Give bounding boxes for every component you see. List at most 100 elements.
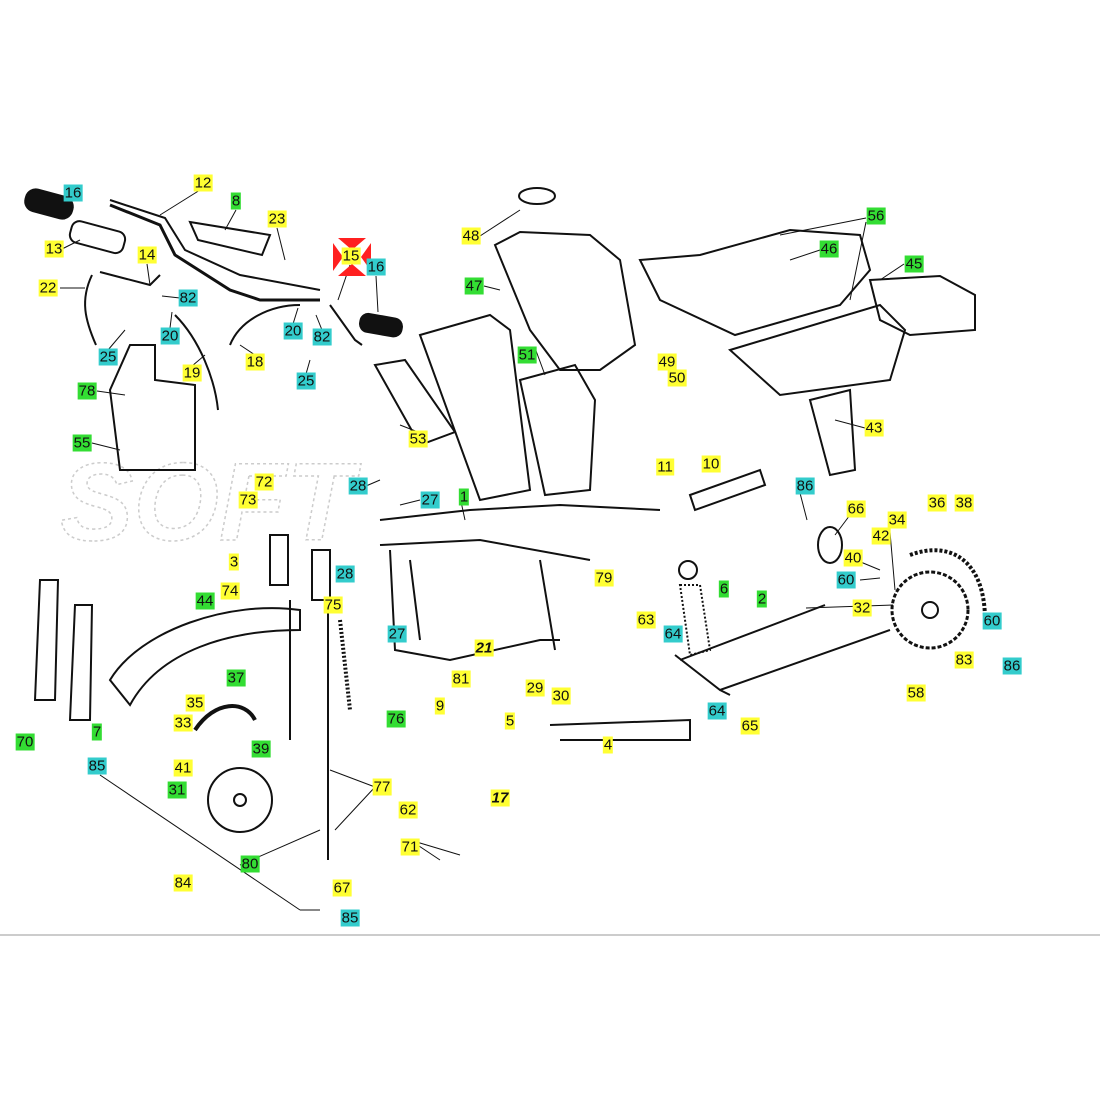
part-label-83[interactable]: 83 [954, 651, 974, 669]
part-label-3[interactable]: 3 [228, 553, 240, 571]
part-label-60[interactable]: 60 [836, 571, 856, 589]
part-label-39[interactable]: 39 [251, 740, 271, 758]
part-label-35[interactable]: 35 [185, 694, 205, 712]
part-label-7[interactable]: 7 [91, 723, 103, 741]
part-label-25[interactable]: 25 [296, 372, 316, 390]
part-label-40[interactable]: 40 [843, 549, 863, 567]
part-label-43[interactable]: 43 [864, 419, 884, 437]
part-label-11[interactable]: 11 [656, 458, 674, 476]
part-label-33[interactable]: 33 [173, 714, 193, 732]
part-label-86[interactable]: 86 [795, 477, 815, 495]
part-label-82[interactable]: 82 [178, 289, 198, 307]
part-label-16[interactable]: 16 [366, 258, 386, 276]
part-label-53[interactable]: 53 [408, 430, 428, 448]
part-label-32[interactable]: 32 [852, 599, 872, 617]
part-label-72[interactable]: 72 [254, 473, 274, 491]
lever-left [99, 271, 161, 287]
part-label-34[interactable]: 34 [887, 511, 907, 529]
part-label-63[interactable]: 63 [636, 611, 656, 629]
part-label-76[interactable]: 76 [386, 710, 406, 728]
part-label-20[interactable]: 20 [160, 327, 180, 345]
part-label-77[interactable]: 77 [372, 778, 392, 796]
part-label-29[interactable]: 29 [525, 679, 545, 697]
part-label-64[interactable]: 64 [707, 702, 727, 720]
part-label-27[interactable]: 27 [420, 491, 440, 509]
part-label-70[interactable]: 70 [15, 733, 35, 751]
part-label-60[interactable]: 60 [982, 612, 1002, 630]
fork-spring [338, 619, 352, 711]
throttle [68, 220, 127, 255]
part-label-44[interactable]: 44 [195, 592, 215, 610]
part-label-38[interactable]: 38 [954, 494, 974, 512]
part-label-80[interactable]: 80 [240, 855, 260, 873]
part-label-66[interactable]: 66 [846, 500, 866, 518]
part-label-75[interactable]: 75 [323, 596, 343, 614]
part-label-56[interactable]: 56 [866, 207, 886, 225]
part-label-58[interactable]: 58 [906, 684, 926, 702]
part-label-45[interactable]: 45 [904, 255, 924, 273]
part-label-86[interactable]: 86 [1002, 657, 1022, 675]
part-label-22[interactable]: 22 [38, 279, 58, 297]
part-label-10[interactable]: 10 [701, 455, 721, 473]
part-label-17[interactable]: 17 [490, 789, 510, 807]
part-label-65[interactable]: 65 [740, 717, 760, 735]
part-label-73[interactable]: 73 [238, 491, 258, 509]
part-label-46[interactable]: 46 [819, 240, 839, 258]
part-label-27[interactable]: 27 [387, 625, 407, 643]
part-label-42[interactable]: 42 [871, 527, 891, 545]
part-label-85[interactable]: 85 [87, 757, 107, 775]
part-label-84[interactable]: 84 [173, 874, 193, 892]
part-label-28[interactable]: 28 [335, 565, 355, 583]
part-label-21[interactable]: 21 [474, 639, 494, 657]
part-label-6[interactable]: 6 [718, 580, 730, 598]
part-label-15[interactable]: 15 [341, 247, 361, 265]
part-label-79[interactable]: 79 [594, 569, 614, 587]
part-label-20[interactable]: 20 [283, 322, 303, 340]
part-label-48[interactable]: 48 [461, 227, 481, 245]
part-label-12[interactable]: 12 [193, 174, 213, 192]
part-label-78[interactable]: 78 [77, 382, 97, 400]
part-label-37[interactable]: 37 [226, 669, 246, 687]
cable-18 [229, 304, 301, 346]
part-label-51[interactable]: 51 [517, 346, 537, 364]
front-fender [108, 607, 301, 707]
part-label-85[interactable]: 85 [340, 909, 360, 927]
part-label-67[interactable]: 67 [332, 879, 352, 897]
part-label-36[interactable]: 36 [927, 494, 947, 512]
part-label-19[interactable]: 19 [182, 364, 202, 382]
rear-side-panel [728, 303, 907, 397]
brake-shoes [817, 526, 843, 564]
part-label-71[interactable]: 71 [400, 838, 420, 856]
rear-shock [678, 584, 712, 657]
part-label-23[interactable]: 23 [267, 210, 287, 228]
part-label-25[interactable]: 25 [98, 348, 118, 366]
part-label-82[interactable]: 82 [312, 328, 332, 346]
part-label-41[interactable]: 41 [173, 759, 193, 777]
part-label-30[interactable]: 30 [551, 687, 571, 705]
part-label-55[interactable]: 55 [72, 434, 92, 452]
part-label-9[interactable]: 9 [434, 697, 446, 715]
part-label-81[interactable]: 81 [451, 670, 471, 688]
part-label-1[interactable]: 1 [458, 488, 470, 506]
part-label-5[interactable]: 5 [504, 712, 516, 730]
exhaust [688, 468, 767, 512]
part-label-31[interactable]: 31 [167, 781, 187, 799]
part-label-28[interactable]: 28 [348, 477, 368, 495]
part-label-62[interactable]: 62 [398, 801, 418, 819]
part-label-49[interactable]: 49 [657, 353, 677, 371]
part-label-74[interactable]: 74 [220, 582, 240, 600]
part-label-4[interactable]: 4 [602, 736, 614, 754]
lever-right [329, 304, 363, 346]
part-label-8[interactable]: 8 [230, 192, 242, 210]
part-label-13[interactable]: 13 [44, 240, 64, 258]
part-label-14[interactable]: 14 [137, 246, 157, 264]
handlebar [109, 203, 320, 302]
part-label-64[interactable]: 64 [663, 625, 683, 643]
seat [638, 228, 872, 337]
part-label-2[interactable]: 2 [756, 590, 768, 608]
part-label-18[interactable]: 18 [245, 353, 265, 371]
part-label-47[interactable]: 47 [464, 277, 484, 295]
part-label-50[interactable]: 50 [667, 369, 687, 387]
part-label-16[interactable]: 16 [63, 184, 83, 202]
cable-19 [174, 314, 219, 411]
